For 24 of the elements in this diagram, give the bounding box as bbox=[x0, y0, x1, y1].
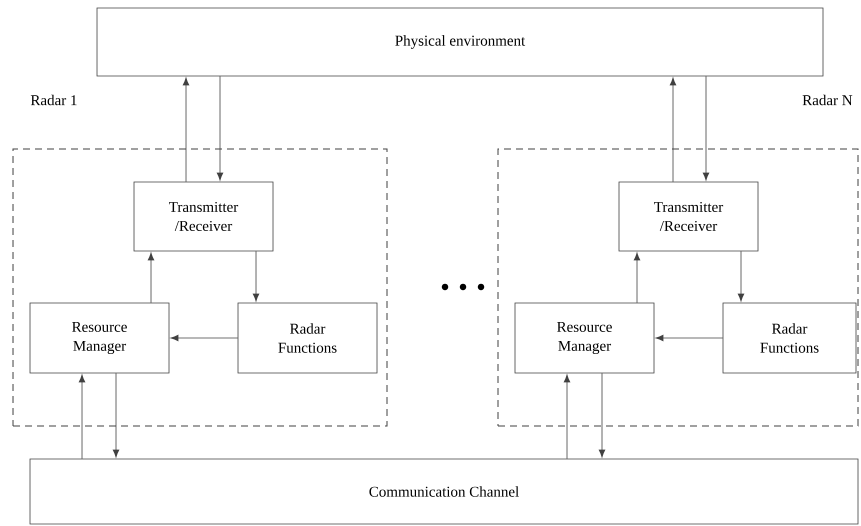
process-box: Resource Manager bbox=[30, 302, 170, 374]
arrow bbox=[112, 373, 120, 458]
arrow bbox=[170, 334, 238, 342]
node-label: Radar N bbox=[802, 94, 852, 106]
arrow bbox=[598, 373, 606, 458]
arrow bbox=[670, 78, 676, 182]
process-box: Physical environment bbox=[96, 8, 824, 76]
process-box: Communication Channel bbox=[30, 458, 858, 524]
arrow bbox=[252, 251, 260, 302]
arrow bbox=[182, 78, 190, 182]
process-box: Resource Manager bbox=[514, 302, 654, 374]
arrow bbox=[656, 334, 723, 342]
arrow bbox=[148, 252, 154, 303]
process-box: Radar Functions bbox=[722, 302, 856, 374]
arrow bbox=[702, 76, 710, 180]
arrow bbox=[78, 374, 86, 459]
process-box: Radar Functions bbox=[238, 302, 378, 374]
process-box: Transmitter /Receiver bbox=[618, 182, 758, 252]
arrow bbox=[738, 251, 744, 302]
arrow bbox=[564, 374, 570, 459]
arrow bbox=[634, 252, 640, 303]
node-label: Radar 1 bbox=[30, 94, 77, 106]
process-box: Transmitter /Receiver bbox=[134, 182, 274, 252]
arrow bbox=[216, 76, 224, 180]
